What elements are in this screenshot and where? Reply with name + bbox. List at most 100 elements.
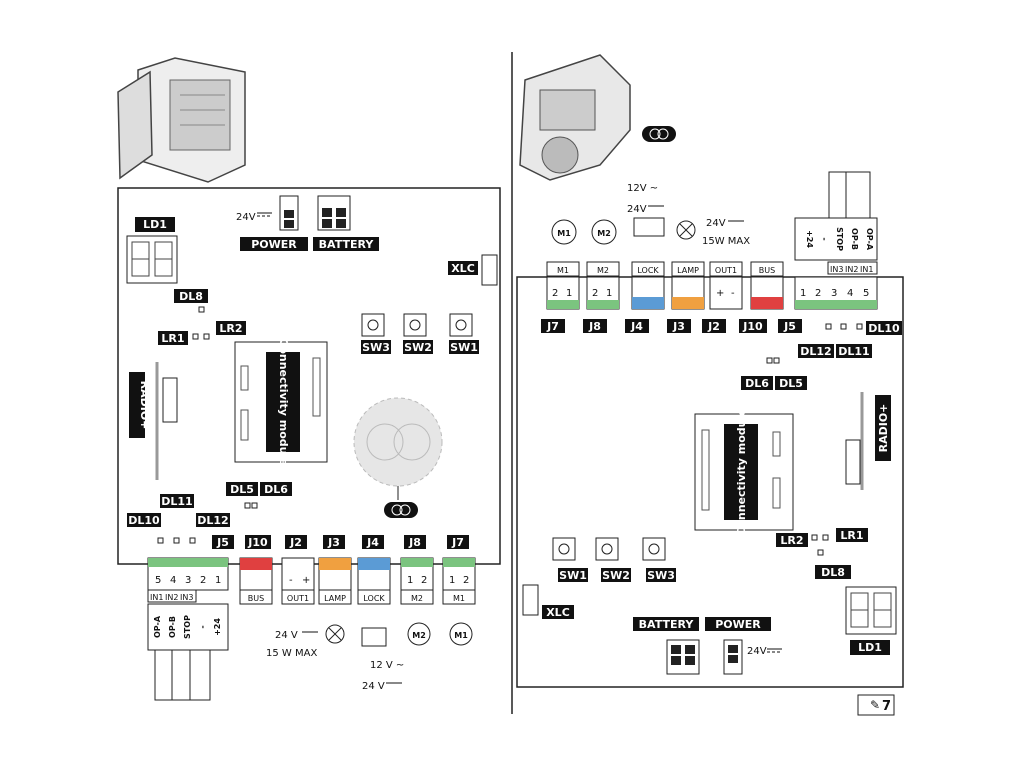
- ld1-label: LD1: [143, 218, 167, 231]
- motor-gear: [353, 397, 443, 487]
- radio-connector-right: [845, 439, 861, 485]
- page-number: 7: [882, 699, 891, 714]
- lock-spec-ac-right: 12V ~: [627, 183, 658, 194]
- sw2-switch[interactable]: SW2: [403, 313, 433, 354]
- svg-text:SW1: SW1: [559, 569, 587, 582]
- dl6-label: DL6: [264, 483, 288, 496]
- svg-text:+24: +24: [805, 230, 814, 248]
- svg-text:1: 1: [407, 575, 413, 586]
- xlc-label-right: XLC: [546, 606, 570, 619]
- power-voltage-right: 24V: [747, 646, 767, 657]
- lr2-label-right: LR2: [780, 534, 803, 547]
- svg-text:BUS: BUS: [248, 594, 264, 603]
- svg-text:2: 2: [815, 288, 821, 299]
- svg-text:STOP: STOP: [183, 615, 192, 639]
- svg-text:1: 1: [215, 575, 221, 586]
- svg-text:M1: M1: [453, 594, 465, 603]
- svg-text:LOCK: LOCK: [637, 266, 659, 275]
- j5-label: J5: [216, 536, 229, 549]
- svg-text:M2: M2: [412, 631, 426, 640]
- dl12-label: DL12: [197, 514, 228, 527]
- note-icon: ✎: [870, 698, 880, 712]
- lock-spec-voltage-ac: 12 V ~: [370, 660, 404, 671]
- svg-text:OP-A: OP-A: [865, 228, 874, 251]
- sw3-switch-right[interactable]: SW3: [642, 537, 676, 582]
- sw3-switch[interactable]: SW3: [361, 313, 391, 354]
- motor-m2-icon-right: [591, 219, 617, 245]
- lamp-spec-power: 15 W MAX: [266, 648, 317, 659]
- sw1-label: SW1: [450, 341, 478, 354]
- xlc-connector-right: [522, 584, 539, 616]
- svg-text:OP-A: OP-A: [153, 615, 162, 638]
- dl10-label-right: DL10: [868, 322, 900, 335]
- left-inputs: OP-A OP-B STOP - +24: [147, 603, 229, 701]
- lamp-spec-voltage: 24 V: [275, 630, 298, 641]
- lock-spec-voltage-dc: 24 V: [362, 681, 385, 692]
- j8-label: J8: [408, 536, 421, 549]
- svg-text:IN3: IN3: [180, 593, 193, 602]
- svg-text:IN3: IN3: [830, 265, 843, 274]
- svg-text:5: 5: [863, 288, 869, 299]
- dl5-label-right: DL5: [779, 377, 803, 390]
- svg-text:Connectivity module: Connectivity module: [735, 408, 748, 535]
- connectivity-module-right: Connectivity module: [694, 408, 794, 536]
- j10-label: J10: [247, 536, 268, 549]
- svg-text:M2: M2: [411, 594, 423, 603]
- dl5-label: DL5: [230, 483, 254, 496]
- svg-text:BUS: BUS: [759, 266, 775, 275]
- radio-label: RADIO+: [138, 381, 151, 430]
- dl12-label-right: DL12: [800, 345, 831, 358]
- gear-symbol-icon-right: [642, 126, 676, 142]
- svg-text:2: 2: [592, 288, 598, 299]
- svg-text:LOCK: LOCK: [363, 594, 385, 603]
- svg-text:OUT1: OUT1: [287, 594, 309, 603]
- sw1-switch[interactable]: SW1: [449, 313, 479, 354]
- svg-text:+24: +24: [213, 618, 222, 636]
- svg-text:5: 5: [155, 575, 161, 586]
- svg-text:J7: J7: [546, 320, 559, 333]
- svg-text:M1: M1: [454, 631, 468, 640]
- svg-text:4: 4: [847, 288, 853, 299]
- svg-text:+: +: [716, 288, 724, 299]
- svg-text:J8: J8: [588, 320, 601, 333]
- svg-text:M1: M1: [557, 229, 571, 238]
- svg-text:SW2: SW2: [602, 569, 630, 582]
- svg-text:2: 2: [421, 575, 427, 586]
- j7-label: J7: [451, 536, 464, 549]
- ld1-display: LD1: [126, 217, 178, 284]
- xlc-connector: [481, 254, 498, 286]
- svg-text:LAMP: LAMP: [324, 594, 346, 603]
- j4-label: J4: [366, 536, 379, 549]
- sw1-switch-right[interactable]: SW1: [552, 537, 588, 582]
- svg-text:-: -: [289, 575, 293, 586]
- dl11-label: DL11: [161, 495, 192, 508]
- svg-text:STOP: STOP: [835, 227, 844, 251]
- motor-m1-icon-right: [551, 219, 577, 245]
- dl8-label: DL8: [179, 290, 203, 303]
- lamp-spec-power-right: 15W MAX: [702, 236, 750, 247]
- radio-connector: [162, 377, 178, 423]
- gear-symbol-icon: [384, 502, 418, 518]
- svg-text:OUT1: OUT1: [715, 266, 737, 275]
- connectivity-module: Connectivity module: [234, 338, 328, 466]
- svg-text:IN1: IN1: [860, 265, 873, 274]
- left-j-labels: J5 J10 J2 J3 J4 J8 J7: [212, 535, 469, 549]
- svg-text:IN2: IN2: [845, 265, 858, 274]
- svg-text:2: 2: [200, 575, 206, 586]
- lamp-spec-voltage-right: 24V: [706, 218, 726, 229]
- ld1-label-right: LD1: [858, 641, 882, 654]
- svg-text:M2: M2: [597, 229, 611, 238]
- sw2-switch-right[interactable]: SW2: [595, 537, 631, 582]
- svg-text:3: 3: [831, 288, 837, 299]
- battery-label: BATTERY: [319, 238, 375, 251]
- svg-text:3: 3: [185, 575, 191, 586]
- motor-m1-icon: [449, 622, 473, 646]
- enclosure-illustration: [117, 57, 246, 183]
- lock-icon: [361, 627, 387, 647]
- svg-text:IN1: IN1: [150, 593, 163, 602]
- svg-text:1: 1: [566, 288, 572, 299]
- svg-text:2: 2: [552, 288, 558, 299]
- radio-label-right: RADIO+: [877, 404, 890, 453]
- svg-text:OP-B: OP-B: [168, 616, 177, 638]
